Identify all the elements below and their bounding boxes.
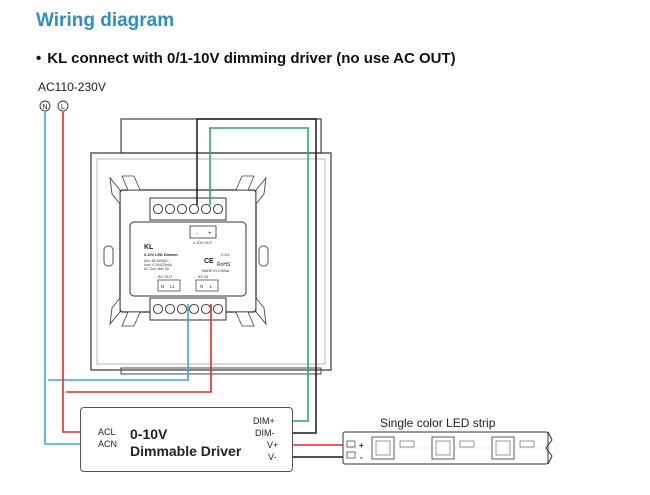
diagram-subtitle: • KL connect with 0/1-10V dimming driver …: [36, 50, 456, 67]
ac-supply-label: AC110-230V: [38, 80, 106, 94]
driver-title-line1: 0-10V: [130, 426, 168, 442]
strip-plus-symbol: +: [359, 441, 364, 450]
resistor: [399, 440, 415, 448]
terminal-screw: [212, 203, 224, 215]
terminal-screw: [200, 203, 212, 215]
ac-out-label: AC OUT: [158, 275, 173, 279]
terminal-screw: [212, 303, 224, 315]
terminal-screw: [164, 303, 176, 315]
made-in-label: MADE IN CHINA: [202, 269, 230, 273]
terminal-screw: [164, 203, 176, 215]
mount-slot-right: [258, 245, 269, 267]
driver-v-minus-label: V-: [268, 452, 277, 462]
wire-dim-black: [196, 118, 317, 434]
neutral-symbol: N: [42, 104, 47, 111]
driver-title: 0-10V Dimmable Driver: [130, 426, 241, 460]
dimmer-brand: KL: [144, 244, 154, 251]
terminal-screw: [188, 203, 200, 215]
subtitle-text: KL connect with 0/1-10V dimming driver (…: [47, 50, 456, 67]
resistor: [459, 440, 475, 448]
led-strip-cells: [371, 436, 535, 460]
driver-acn-label: ACN: [98, 439, 118, 449]
led-chip-inner: [375, 440, 391, 456]
driver-acl-label: ACL: [98, 427, 116, 437]
resistor: [519, 440, 535, 448]
driver-box: [80, 407, 293, 472]
led-chip-inner: [435, 440, 451, 456]
led-chip: [371, 436, 395, 460]
dimmer-module: [109, 175, 267, 327]
dimmer-spec-1: Uin= 85-265VAC: [144, 259, 169, 263]
diagram-title: Wiring diagram: [36, 10, 175, 31]
mount-slot-left: [103, 245, 114, 267]
led-chip: [431, 436, 455, 460]
led-chip-inner: [495, 440, 511, 456]
ac-in-l: L: [210, 284, 213, 289]
wire-dim-green: [209, 127, 309, 422]
line-symbol: L: [61, 104, 65, 111]
dimmer-model: 0-10V LED Dimmer: [144, 253, 178, 257]
driver-title-line2: Dimmable Driver: [130, 443, 242, 459]
terminal-screw: [176, 203, 188, 215]
dim-plus-symbol: +: [208, 231, 212, 237]
ac-out-l1: L1: [170, 284, 176, 289]
terminal-screw: [200, 303, 212, 315]
terminal-screw: [152, 203, 164, 215]
dimmer-spec-3: AC Out= Max 3A: [144, 267, 170, 271]
wire-line-red-dimmer: [66, 304, 212, 393]
terminal-screw: [152, 303, 164, 315]
subtitle-bullet: •: [36, 50, 42, 67]
ac-in-label: AC IN: [198, 275, 208, 279]
terminal-screw: [176, 303, 188, 315]
mount-frame: [120, 118, 322, 154]
neutral-symbol-circle: [39, 100, 51, 112]
rohs-mark: RoHS: [217, 262, 231, 268]
wire-neutral-blue: [44, 112, 94, 445]
line-symbol-circle: [57, 100, 69, 112]
led-chip: [491, 436, 515, 460]
ac-out-n: N: [161, 284, 164, 289]
driver-v-plus-label: V+: [267, 440, 279, 450]
terminal-screw: [188, 303, 200, 315]
dim-minus-symbol: -: [196, 231, 198, 237]
ac-in-n: N: [200, 284, 203, 289]
driver-dim-plus-label: DIM+: [253, 416, 275, 426]
driver-dim-minus-label: DIM-: [255, 428, 275, 438]
wire-line-red: [62, 112, 94, 433]
dim-out-label: 0-10V OUT: [193, 241, 213, 245]
strip-minus-symbol: -: [360, 453, 363, 462]
ce-mark: CE: [204, 258, 214, 265]
dimmer-spec-2: Iout= 0-10V(25mA): [144, 263, 172, 267]
freq-label: 2.4G: [221, 252, 230, 257]
mount-frame-bottom: [120, 367, 322, 375]
terminal-screws: [152, 203, 224, 315]
strip-title: Single color LED strip: [380, 416, 496, 430]
wire-neutral-blue-dimmer: [48, 304, 189, 381]
